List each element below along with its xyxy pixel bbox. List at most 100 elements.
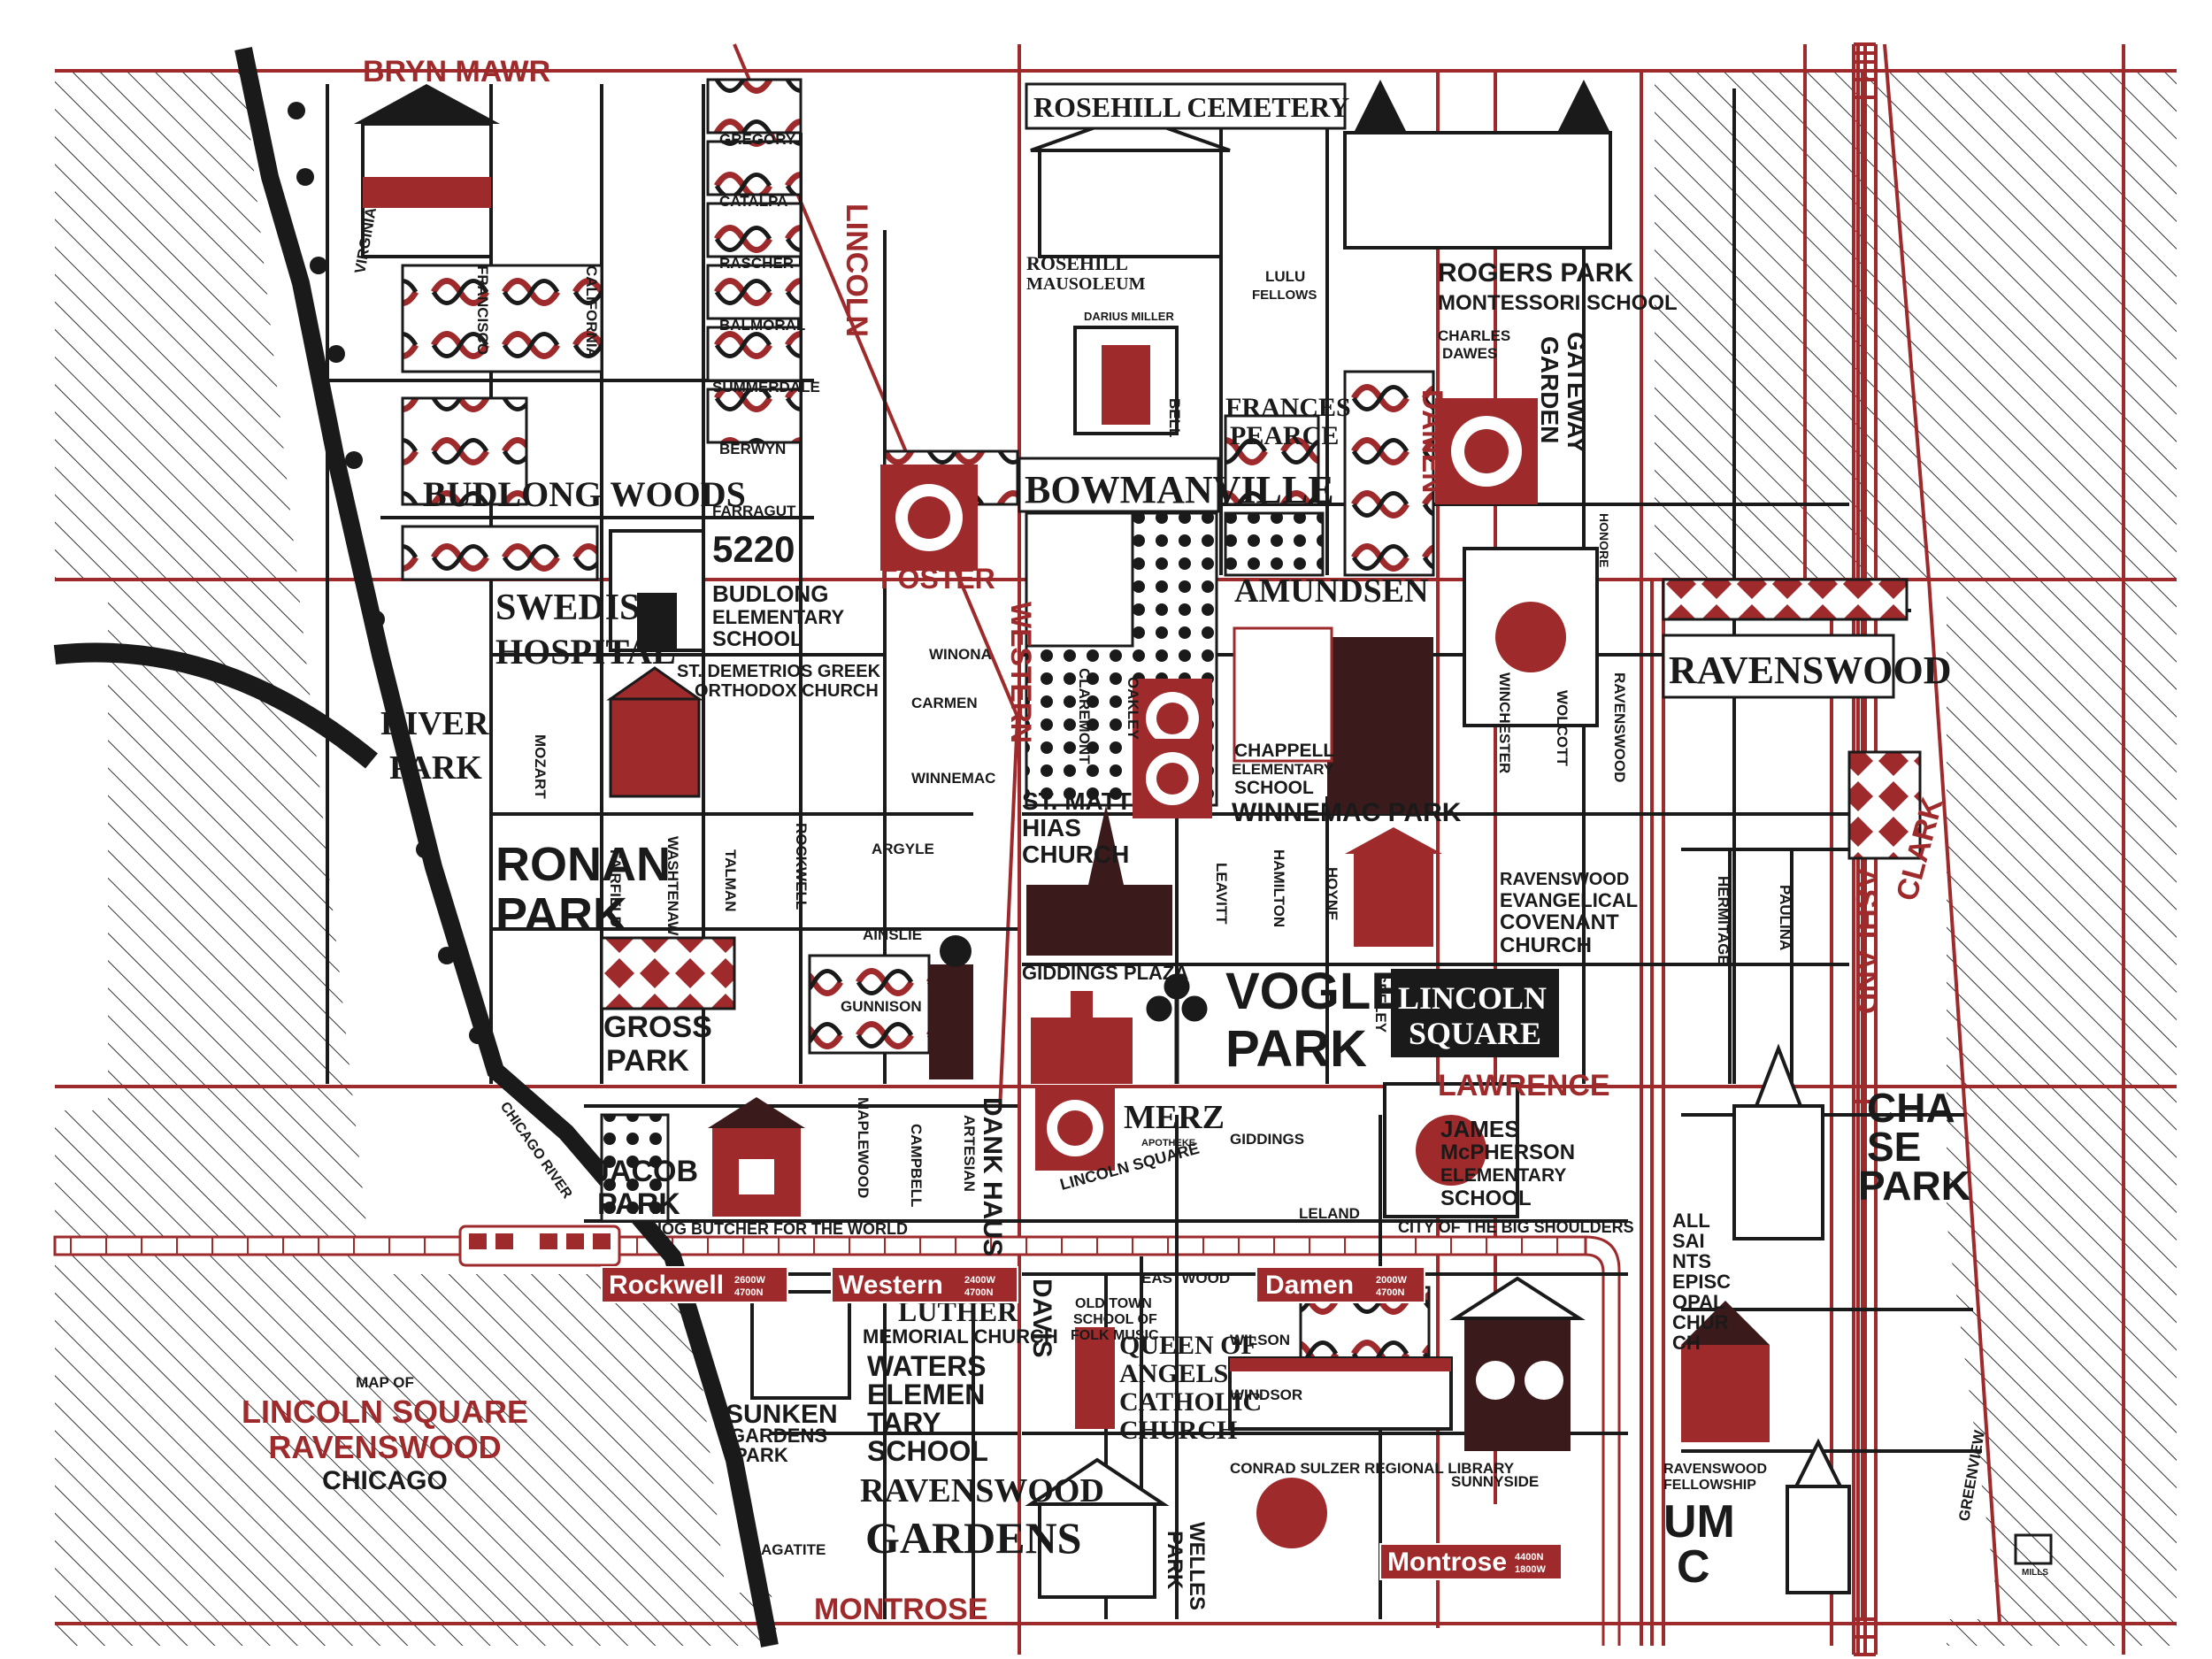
label-james-1: JAMES: [1440, 1116, 1520, 1142]
title-map-of: MAP OF: [356, 1374, 414, 1391]
school-icon-amundsen: [1233, 626, 1433, 814]
neighborhood-area: [243, 71, 2000, 1619]
major-street-labels: BRYN MAWR FOSTER LAWRENCE MONTROSE LINCO…: [363, 55, 1950, 1626]
label-damen: DAMEN: [1417, 389, 1448, 493]
label-western: WESTERN: [1005, 602, 1037, 743]
library-icon: [1228, 1356, 1453, 1431]
train-icon: [458, 1225, 621, 1267]
church-icon-demetrios: [606, 666, 703, 798]
label-artesian: ARTESIAN: [961, 1115, 978, 1192]
label-winnemac-park: WINNEMAC PARK: [1232, 798, 1462, 827]
label-chase-2: SE: [1867, 1124, 1921, 1170]
label-st-matt-3: CHURCH: [1022, 841, 1129, 868]
label-queen-2: ANGELS: [1119, 1359, 1228, 1388]
label-james-4: SCHOOL: [1440, 1187, 1532, 1210]
landmark-illustrations: [354, 80, 1851, 1599]
mausoleum-icon: [1030, 112, 1231, 435]
station-damen: Damen 2000W 4700N: [1256, 1266, 1425, 1303]
label-fellowship-2: FELLOWSHIP: [1663, 1478, 1756, 1493]
label-hoyne: HOYNE: [1324, 867, 1340, 920]
label-bowmanville: BOWMANVILLE: [1025, 468, 1334, 511]
label-all-saints-4: EPISC: [1672, 1271, 1731, 1293]
svg-text:4700N: 4700N: [734, 1287, 763, 1298]
label-all-saints-3: NTS: [1672, 1250, 1711, 1272]
gazebo-icon: [1025, 1457, 1170, 1599]
label-hog-butcher: HOG BUTCHER FOR THE WORLD: [650, 1220, 908, 1238]
station-badges: Rockwell 2600W 4700N Western 2400W 4700N…: [601, 1266, 1563, 1580]
label-chase-1: CHA: [1867, 1085, 1955, 1131]
label-seeley: SEELEY: [1372, 973, 1389, 1033]
label-leavitt: LEAVITT: [1213, 863, 1230, 925]
label-artist: MILLS: [2022, 1568, 2048, 1578]
label-budlong-woods: BUDLONG WOODS: [423, 474, 746, 514]
label-foster: FOSTER: [880, 563, 995, 595]
label-carmen: CARMEN: [911, 695, 978, 711]
label-gross-1: GROSS: [603, 1010, 712, 1044]
river-path-figures: [288, 102, 487, 1044]
label-charles-1: CHARLES: [1438, 327, 1510, 344]
label-old-town-1: OLD TOWN: [1075, 1296, 1152, 1311]
label-lulu-2: FELLOWS: [1252, 288, 1317, 303]
label-giddings-plaza: GIDDINGS PLAZA: [1022, 962, 1188, 984]
label-charles-2: DAWES: [1442, 345, 1497, 362]
label-queen-1: QUEEN OF: [1119, 1331, 1257, 1360]
label-chase-3: PARK: [1858, 1163, 1970, 1209]
label-rosehill-mausoleum-2: MAUSOLEUM: [1026, 274, 1146, 294]
label-washtenaw: WASHTENAW: [664, 836, 681, 936]
label-james-2: McPHERSON: [1440, 1141, 1575, 1164]
label-ravenswood-gardens-1: RAVENSWOOD: [860, 1472, 1104, 1509]
label-vogle-2: PARK: [1225, 1020, 1367, 1078]
church-icon-allsaints: [1681, 1301, 1770, 1442]
label-budlong-school-2: ELEMENTARY: [712, 606, 844, 628]
label-merz-sub: APOTHEKE: [1141, 1138, 1195, 1148]
label-st-matt-1: ST. MATT: [1022, 787, 1132, 815]
house-icon: [354, 84, 500, 258]
label-evangelical-3: COVENANT: [1500, 910, 1619, 934]
label-umc-2: C: [1677, 1541, 1710, 1593]
label-ainslie: AINSLIE: [863, 926, 922, 943]
church-icon-matthias: [1026, 805, 1172, 956]
label-rockwell: ROCKWELL: [793, 823, 810, 910]
label-campbell: CAMPBELL: [908, 1124, 925, 1207]
minor-street-labels: GREGORY CATALPA RASCHER BALMORAL SUMMERD…: [351, 131, 1988, 1558]
label-welles-1: WELLES: [1185, 1522, 1209, 1610]
label-argyle: ARGYLE: [872, 841, 934, 857]
house-icon-jacob: [708, 1097, 805, 1217]
label-hamilton: HAMILTON: [1271, 849, 1287, 927]
label-james-3: ELEMENTARY: [1440, 1165, 1566, 1186]
label-windsor: WINDSOR: [1230, 1386, 1302, 1403]
label-lincoln: LINCOLN: [840, 204, 873, 337]
label-waters-3: TARY: [867, 1407, 941, 1439]
label-all-saints-5: OPAL: [1672, 1291, 1724, 1313]
label-swedish-1: SWEDISH: [495, 588, 669, 628]
svg-text:Western: Western: [839, 1271, 943, 1300]
title-line1: LINCOLN SQUARE: [242, 1394, 528, 1430]
label-frances-2: PEARCE: [1230, 421, 1339, 450]
label-bryn-mawr: BRYN MAWR: [363, 55, 550, 88]
label-wilson: WILSON: [1230, 1332, 1290, 1348]
label-winona: WINONA: [929, 646, 992, 663]
label-old-town-3: FOLK MUSIC: [1071, 1328, 1159, 1343]
svg-text:Damen: Damen: [1265, 1271, 1354, 1300]
label-st-matt-2: HIAS: [1022, 814, 1081, 841]
station-rockwell: Rockwell 2600W 4700N: [601, 1266, 788, 1303]
label-ashland: ASHLAND: [1849, 867, 1883, 1014]
label-amundsen: AMUNDSEN: [1234, 572, 1429, 610]
label-montrose: MONTROSE: [814, 1593, 987, 1626]
label-rosehill-cemetery: ROSEHILL CEMETERY: [1033, 91, 1349, 123]
label-st-demetrios-2: ORTHODOX CHURCH: [695, 681, 879, 701]
label-fairfield: FAIRFIELD: [607, 849, 624, 927]
station-montrose: Montrose 4400N 1800W: [1379, 1543, 1563, 1580]
label-ravenswood-neighborhood: RAVENSWOOD: [1669, 649, 1951, 692]
label-queen-4: CHURCH: [1119, 1416, 1237, 1445]
label-welles-2: PARK: [1163, 1531, 1187, 1590]
label-winnemac: WINNEMAC: [911, 770, 995, 787]
svg-text:2400W: 2400W: [964, 1275, 995, 1286]
place-labels: ROSEHILL CEMETERY ROSEHILL MAUSOLEUM DAR…: [380, 82, 2048, 1610]
rosette-medallions: [880, 398, 1599, 1218]
label-chappell-1: CHAPPELL: [1234, 741, 1334, 761]
church-icon-queen: [1075, 1327, 1115, 1429]
label-summerdale: SUMMERDALE: [712, 379, 820, 396]
label-catalpa: CATALPA: [719, 193, 787, 210]
